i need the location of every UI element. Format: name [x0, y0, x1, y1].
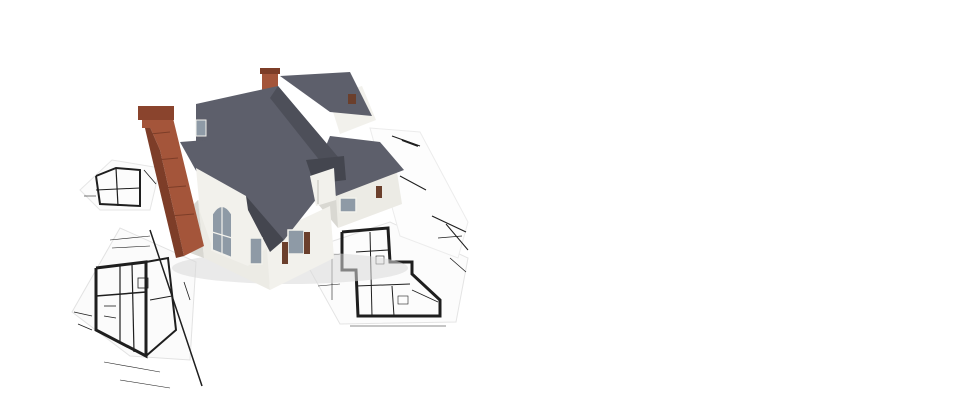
small-floor-plan [84, 166, 157, 208]
front-chimney [138, 106, 204, 258]
porch [310, 168, 336, 206]
empty-white-area [490, 0, 960, 400]
left-floor-plan [73, 229, 203, 389]
back-wing [280, 72, 376, 134]
upper-right-plan [391, 135, 469, 273]
windows [195, 119, 310, 265]
house-blueprint-illustration [71, 68, 469, 389]
